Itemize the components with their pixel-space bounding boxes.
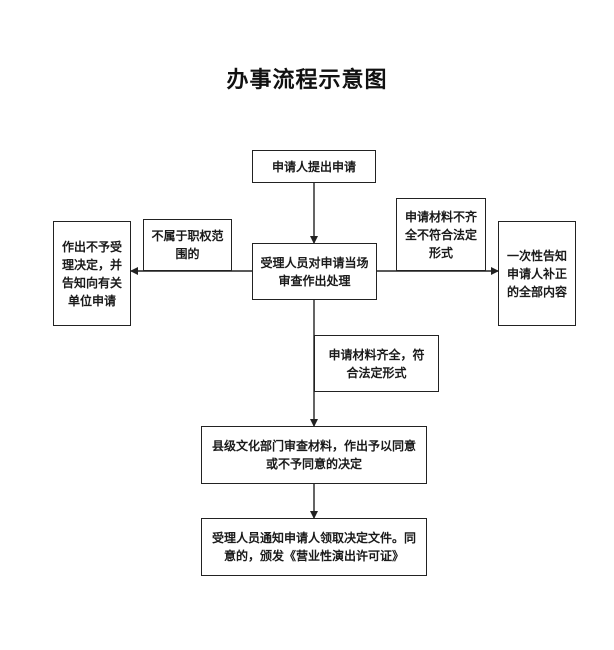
node-county: 县级文化部门审查材料，作出予以同意或不予同意的决定 bbox=[201, 426, 427, 484]
node-not-scope-text: 不属于职权范围的 bbox=[151, 229, 224, 261]
node-review: 受理人员对申请当场审查作出处理 bbox=[252, 243, 377, 300]
node-not-scope: 不属于职权范围的 bbox=[143, 219, 232, 271]
node-incomplete: 申请材料不齐全不符合法定形式 bbox=[396, 198, 486, 271]
node-reject: 作出不予受理决定，并告知向有关单位申请 bbox=[53, 221, 131, 326]
node-apply: 申请人提出申请 bbox=[252, 150, 376, 183]
node-result: 受理人员通知申请人领取决定文件。同意的，颁发《营业性演出许可证》 bbox=[201, 518, 427, 576]
node-complete-text: 申请材料齐全，符合法定形式 bbox=[328, 347, 425, 380]
node-notify-fix: 一次性告知申请人补正的全部内容 bbox=[498, 221, 576, 326]
node-incomplete-text: 申请材料不齐全不符合法定形式 bbox=[405, 209, 478, 260]
node-review-text: 受理人员对申请当场审查作出处理 bbox=[260, 255, 369, 288]
node-complete: 申请材料齐全，符合法定形式 bbox=[314, 335, 439, 392]
node-notify-fix-text: 一次性告知申请人补正的全部内容 bbox=[506, 248, 567, 299]
node-apply-text: 申请人提出申请 bbox=[271, 159, 356, 174]
node-result-text: 受理人员通知申请人领取决定文件。同意的，颁发《营业性演出许可证》 bbox=[211, 531, 416, 563]
page-title: 办事流程示意图 bbox=[226, 68, 388, 93]
node-reject-text: 作出不予受理决定，并告知向有关单位申请 bbox=[61, 239, 122, 308]
node-county-text: 县级文化部门审查材料，作出予以同意或不予同意的决定 bbox=[211, 439, 416, 471]
